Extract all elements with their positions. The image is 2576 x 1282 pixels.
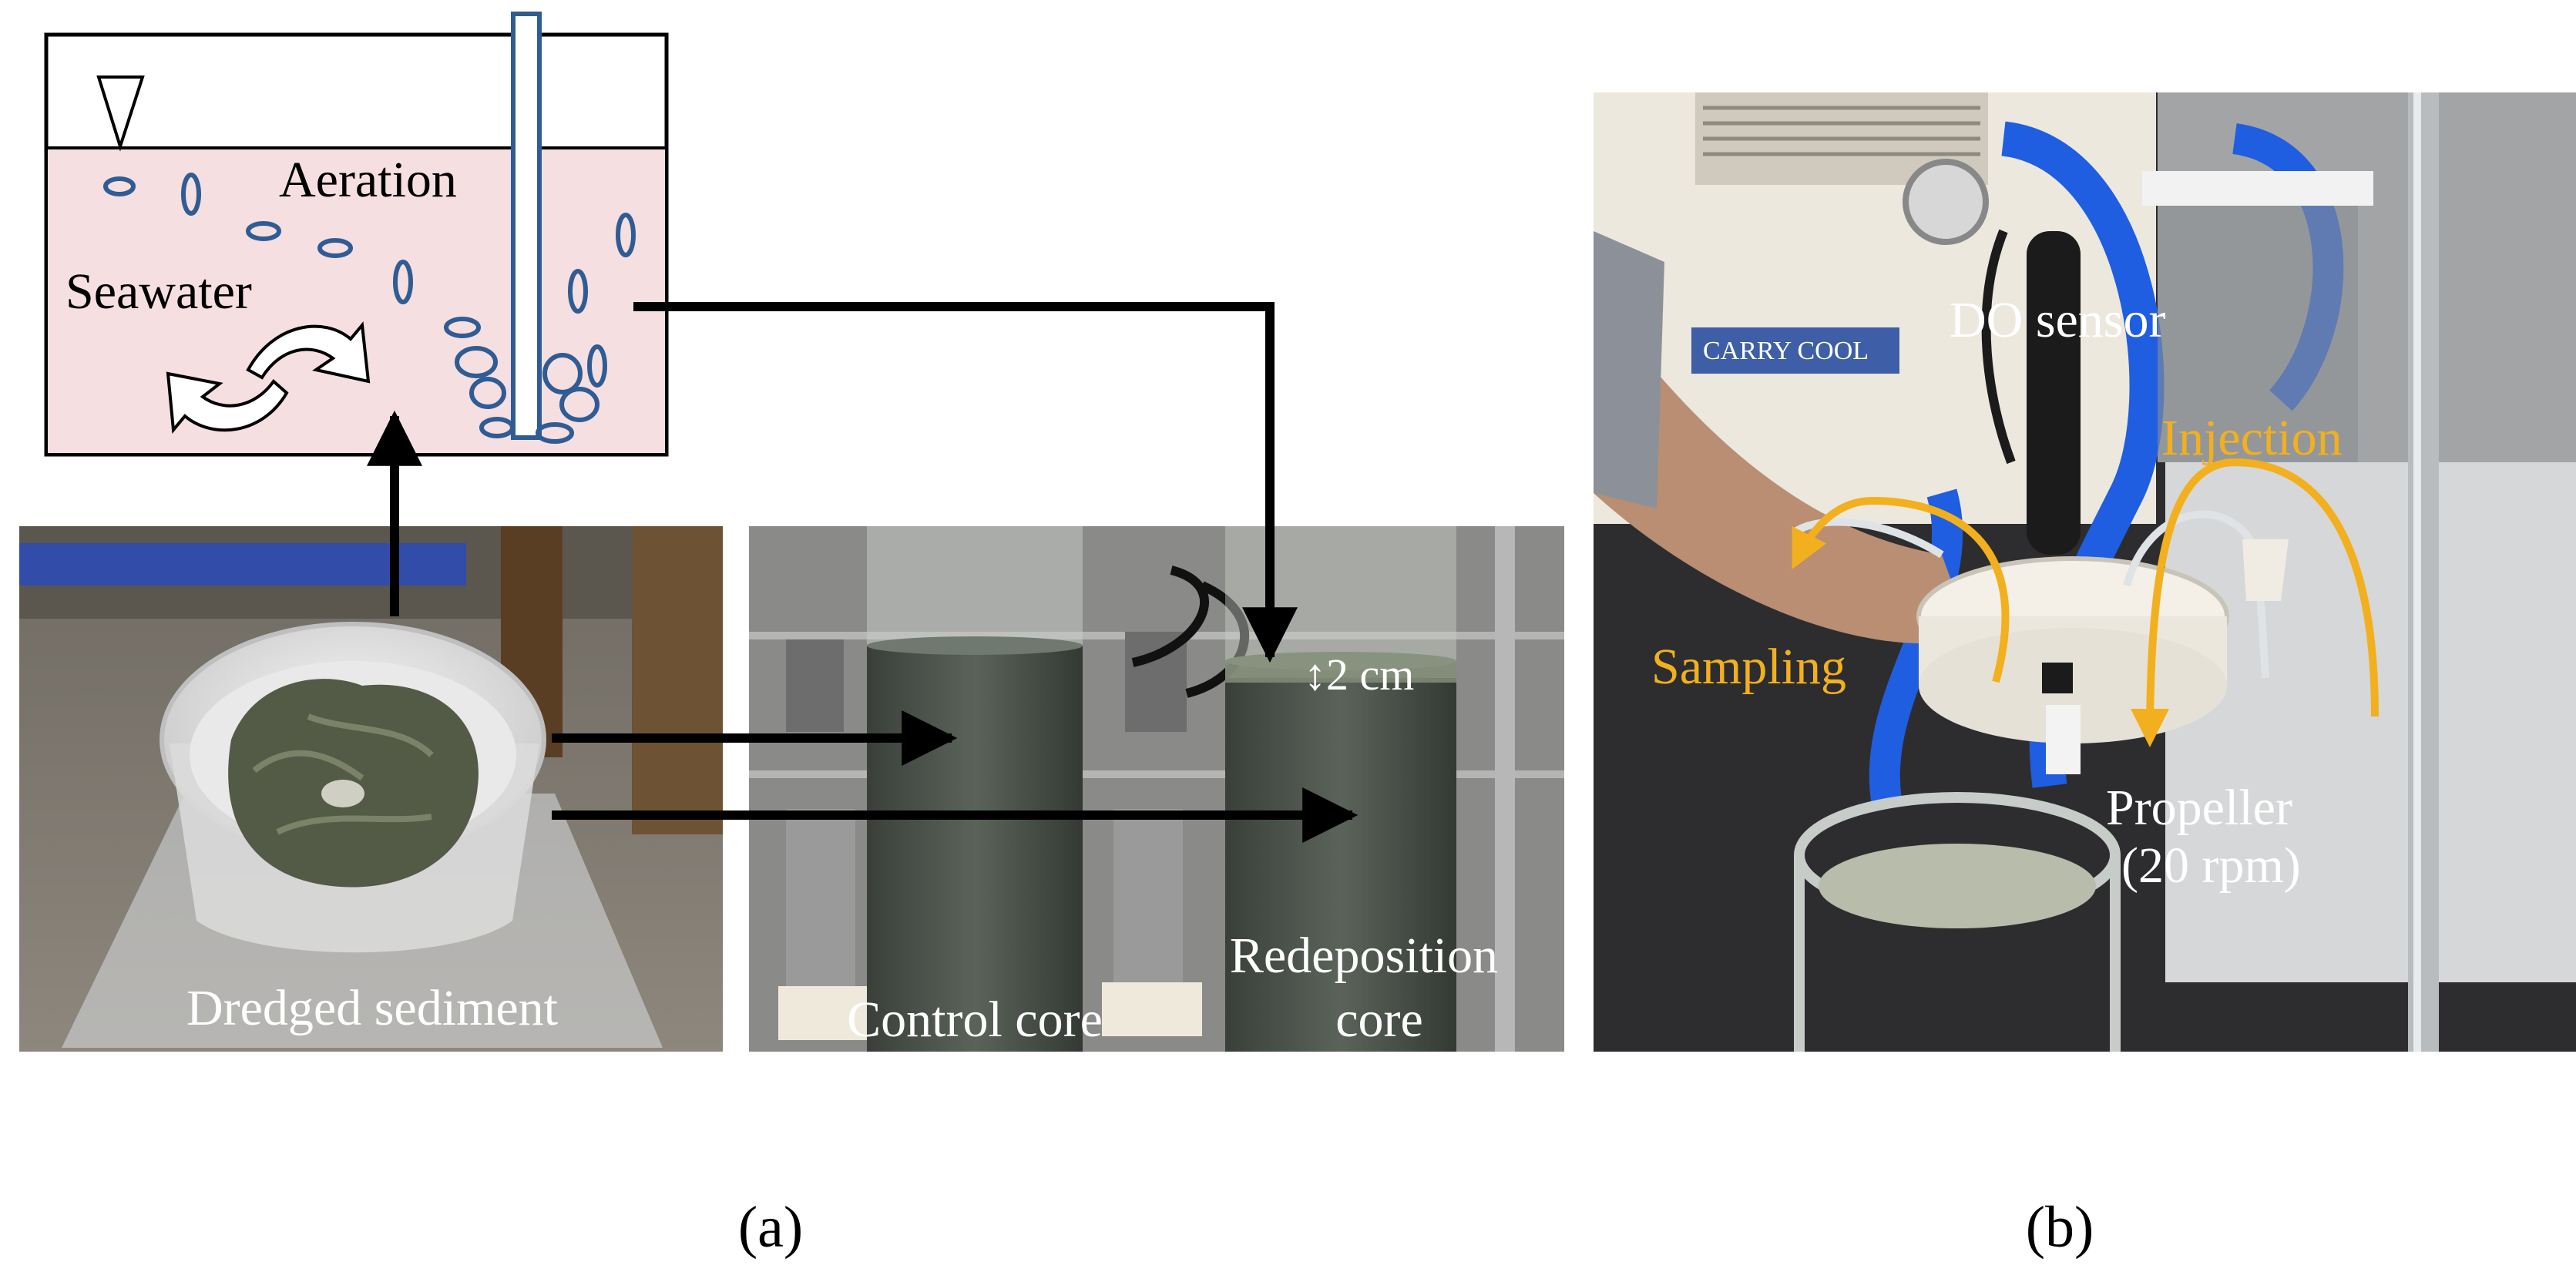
injection-label: Injection bbox=[2161, 410, 2343, 466]
incubation-device-photo: CARRY COOL bbox=[1594, 92, 2576, 1052]
air-bubbles-icon bbox=[103, 173, 636, 444]
water-level-marker-icon bbox=[96, 76, 145, 152]
gold-flow-arrows bbox=[1792, 458, 2379, 747]
control-core-sediment bbox=[867, 646, 1083, 1052]
thickness-label: ↕2 cm bbox=[1304, 649, 1414, 700]
dredged-sediment-photo bbox=[19, 526, 723, 1052]
propeller-label-line1: Propeller bbox=[2106, 780, 2292, 836]
flow-arrows bbox=[367, 302, 1359, 843]
aeration-tank: Aeration Seawater bbox=[44, 12, 669, 457]
arm bbox=[1594, 293, 1973, 644]
sampling-arrow bbox=[1792, 496, 2010, 683]
caption-b: (b) bbox=[2026, 1195, 2094, 1260]
aeration-label: Aeration bbox=[279, 152, 457, 208]
aeration-pipe bbox=[511, 12, 542, 440]
redeposition-core-label-line2: core bbox=[1335, 992, 1423, 1048]
do-sensor-body bbox=[2027, 231, 2081, 555]
redeposition-core-sediment bbox=[1225, 678, 1456, 1052]
redeposition-core-label-line1: Redeposition bbox=[1230, 928, 1498, 984]
do-sensor-label: DO sensor bbox=[1950, 292, 2165, 348]
dredged-sediment-label: Dredged sediment bbox=[186, 980, 558, 1036]
seawater-label: Seawater bbox=[65, 263, 252, 320]
arrow-tank-to-redeposition-core bbox=[633, 302, 1298, 663]
injection-arrow bbox=[2131, 458, 2379, 747]
control-core-label: Control core bbox=[847, 992, 1103, 1048]
cooler-brand-label: CARRY COOL bbox=[1703, 337, 1869, 365]
caption-a: (a) bbox=[738, 1195, 803, 1260]
sampling-label: Sampling bbox=[1651, 639, 1846, 695]
circulation-arrows-icon bbox=[166, 321, 371, 434]
propeller-label-line2: (20 rpm) bbox=[2121, 837, 2301, 894]
